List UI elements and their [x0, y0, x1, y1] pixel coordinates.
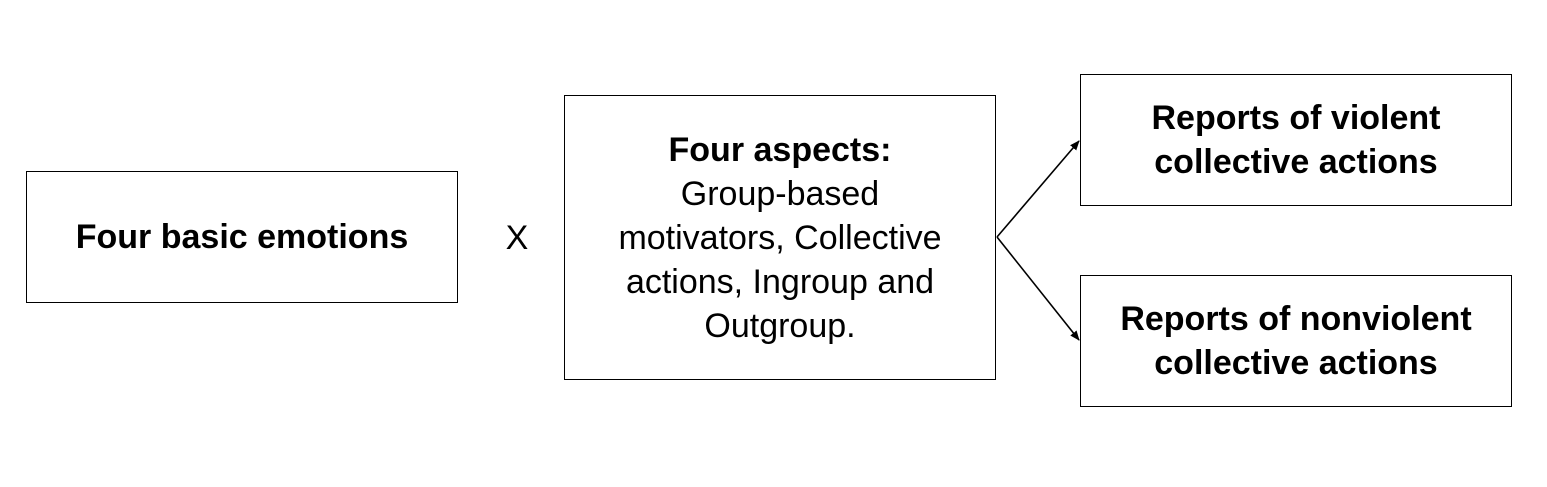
emotions-label: Four basic emotions [75, 218, 409, 256]
arrow-to-violent [996, 140, 1080, 238]
nonviolent-actions-line: collective actions [1154, 344, 1438, 382]
violent-actions-box: Reports of violent collective actions [1080, 74, 1512, 206]
violent-actions-line: Reports of violent [1151, 99, 1441, 137]
nonviolent-actions-line: Reports of nonviolent [1120, 300, 1472, 338]
aspects-line: motivators, Collective [618, 218, 942, 257]
aspects-box: Four aspects: Group-based motivators, Co… [564, 95, 996, 380]
aspects-line: actions, Ingroup and [625, 262, 935, 301]
arrow-to-nonviolent [996, 236, 1080, 341]
violent-actions-line: collective actions [1154, 143, 1438, 181]
multiply-operator: X [505, 219, 529, 257]
emotions-box: Four basic emotions [26, 171, 458, 303]
nonviolent-actions-box: Reports of nonviolent collective actions [1080, 275, 1512, 407]
aspects-heading: Four aspects: [668, 130, 892, 169]
aspects-line: Group-based [680, 174, 880, 213]
aspects-line: Outgroup. [704, 306, 856, 345]
